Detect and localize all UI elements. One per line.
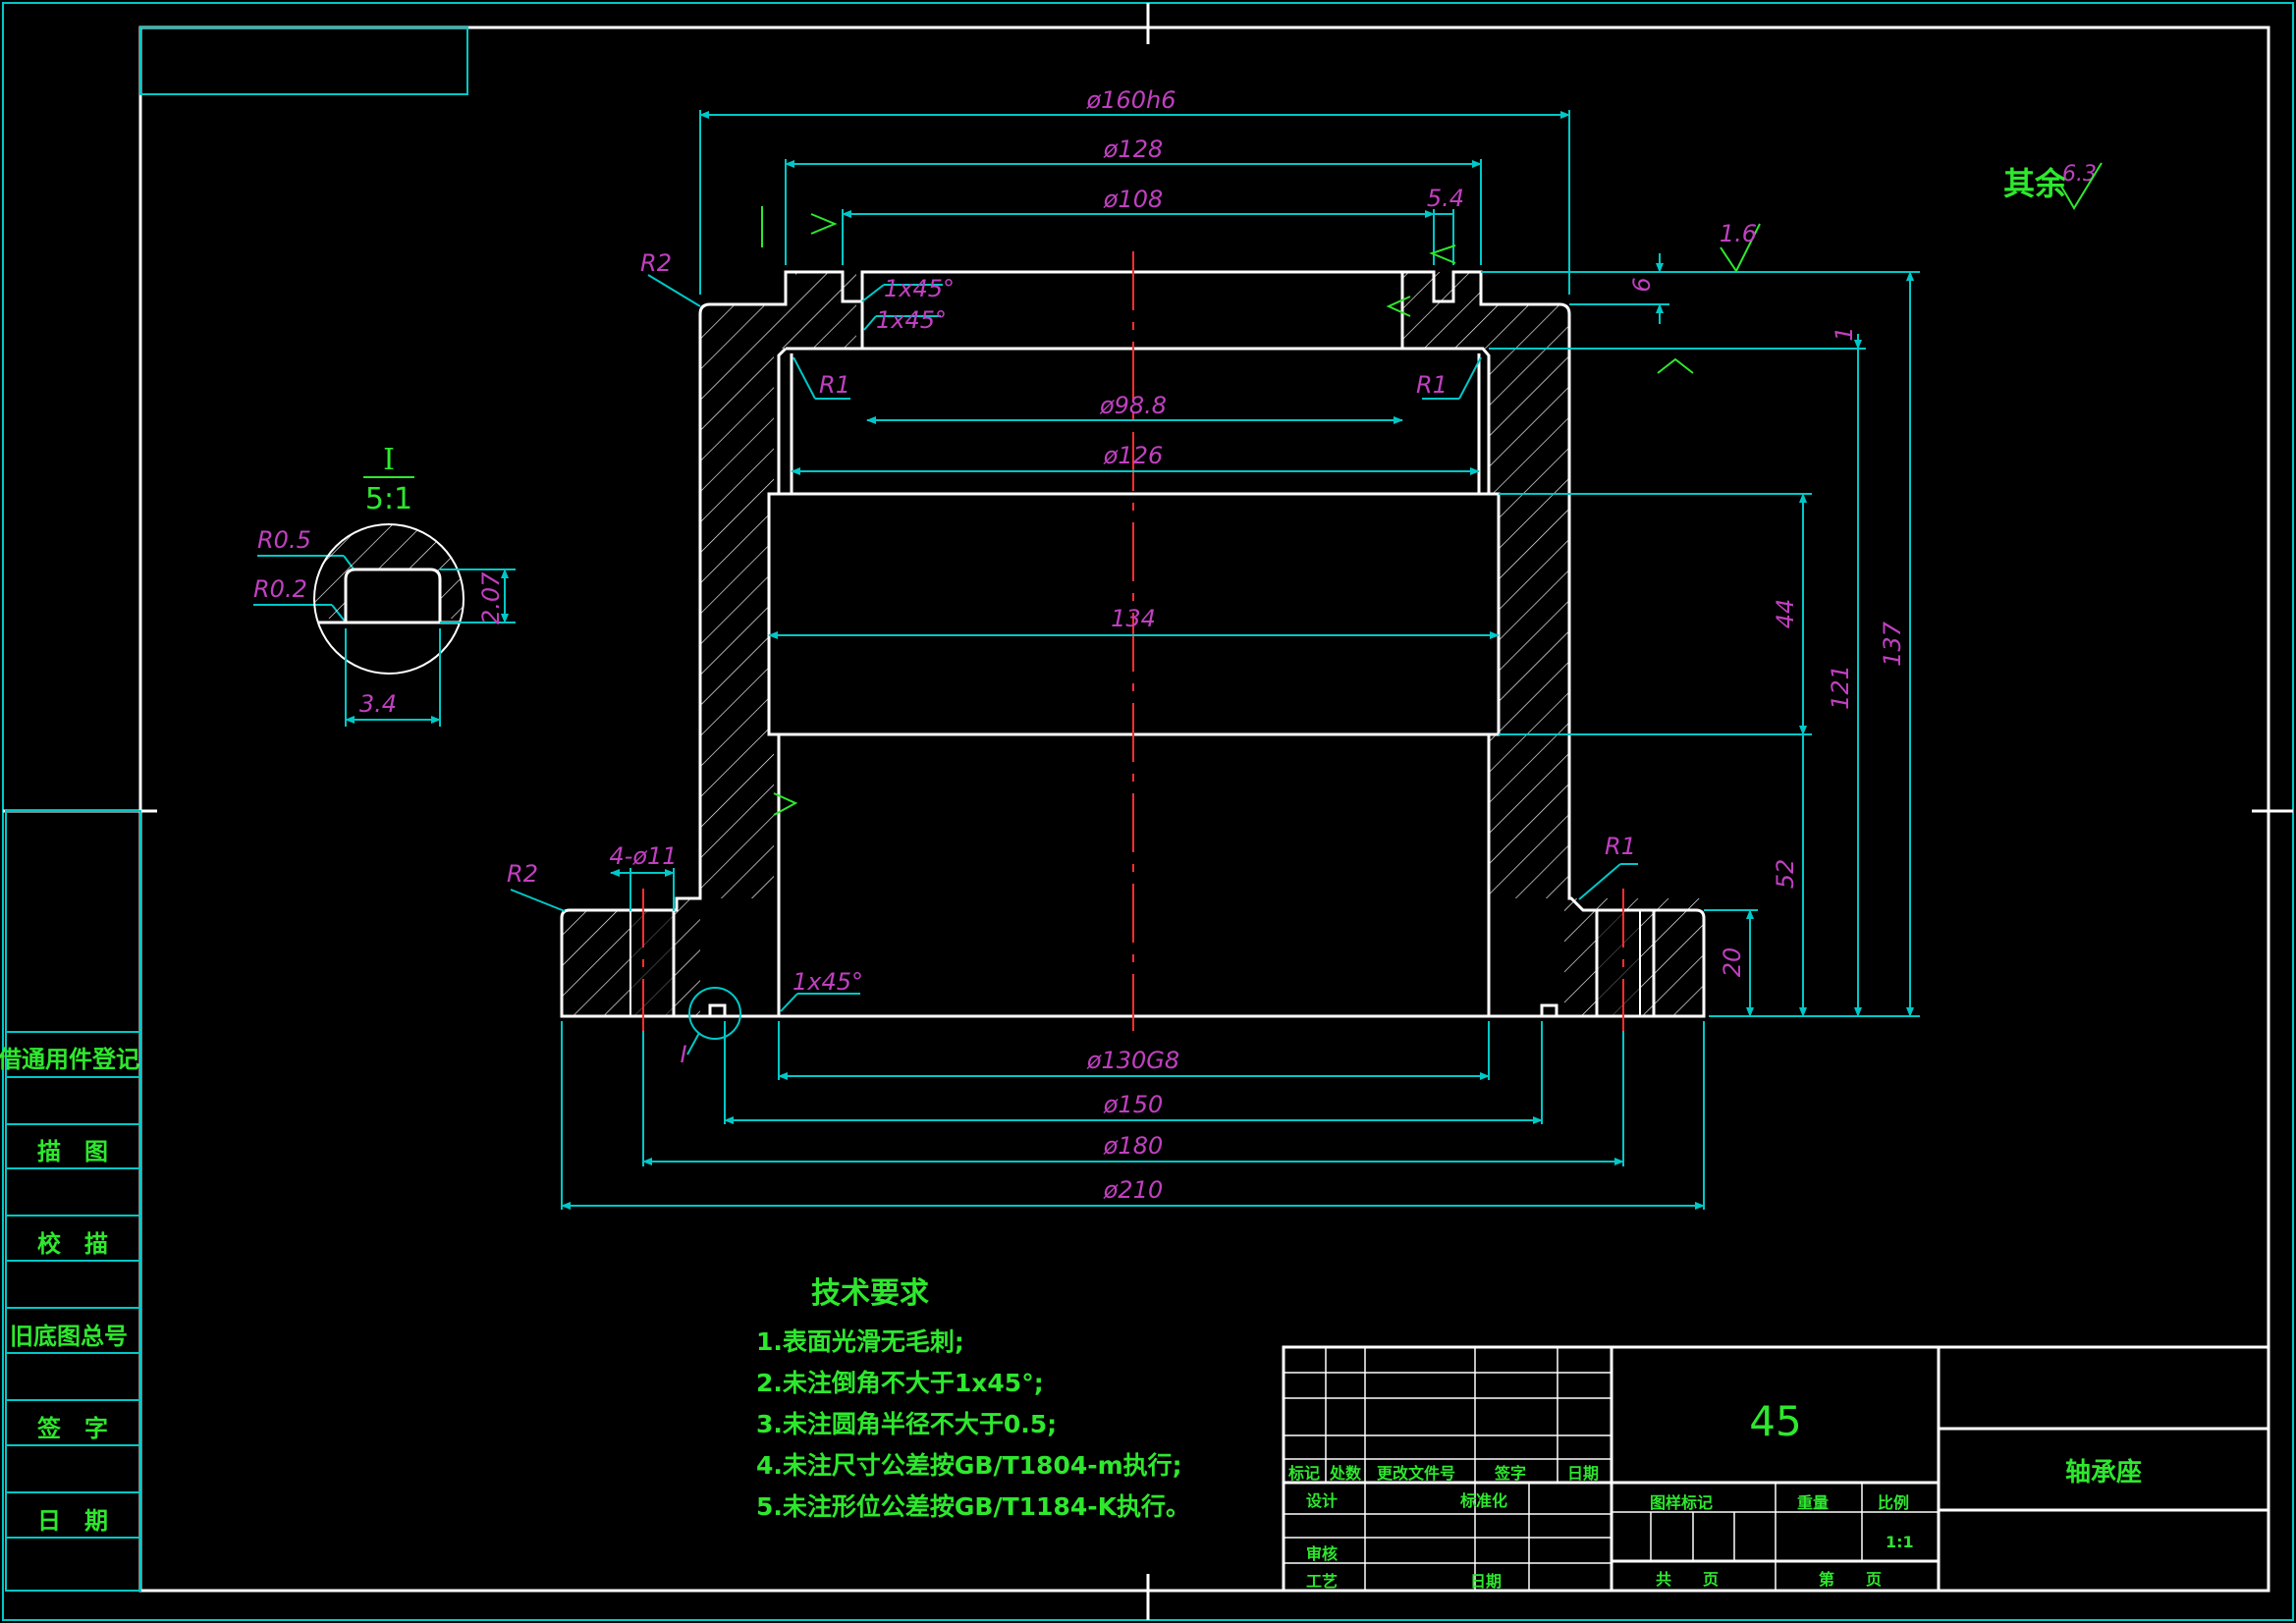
header-change-doc: 更改文件号 (1377, 1464, 1455, 1483)
label-date: 日期 (1470, 1572, 1502, 1591)
surface-finish-value: 6.3 (2062, 162, 2097, 187)
detail-view: I 5:1 R0.5 R0.2 3.4 2.07 (253, 443, 516, 727)
detail-width: 3.4 (359, 690, 397, 718)
section-view (560, 251, 1706, 1055)
detail-r-bottom: R0.2 (253, 575, 307, 603)
dim-chamfer3: 1x45° (793, 968, 863, 996)
label-process: 工艺 (1306, 1572, 1338, 1591)
dim-r1-flange: R1 (1605, 833, 1636, 860)
header-count: 处数 (1329, 1464, 1362, 1483)
label-design: 设计 (1306, 1491, 1338, 1510)
dim-holes: 4-ø11 (609, 842, 677, 870)
title-block: 45 轴承座 标记 处数 更改文件号 签字 日期 设计 标准化 审核 工艺 日期… (1282, 1345, 2270, 1593)
label-sheet-no: 第 页 (1819, 1570, 1882, 1589)
dimension-lines (253, 110, 1920, 1210)
dim-d180: ø180 (1103, 1132, 1164, 1160)
dim-r1-left: R1 (819, 371, 850, 399)
side-table-register: 借通用件登记 (0, 1046, 139, 1073)
side-table: 借通用件登记 描 图 校 描 旧底图总号 签 字 日 期 (0, 810, 141, 1592)
dim-d126: ø126 (1103, 442, 1164, 469)
side-table-sign: 签 字 (36, 1415, 108, 1442)
dim-chamfer2: 1x45° (876, 306, 947, 334)
material-value: 45 (1749, 1397, 1801, 1445)
dim-h20: 20 (1719, 947, 1746, 978)
dim-r2-bottom: R2 (507, 860, 538, 888)
roughness-marks (761, 206, 1761, 816)
label-review: 审核 (1306, 1544, 1338, 1563)
note-item: 2.未注倒角不大于1x45°; (756, 1369, 1044, 1397)
technical-requirements: 技术要求 1.表面光滑无毛刺; 2.未注倒角不大于1x45°; 3.未注圆角半径… (756, 1269, 1190, 1528)
dim-d98: ø98.8 (1099, 392, 1167, 419)
side-table-check: 校 描 (37, 1230, 108, 1258)
dim-h52: 52 (1772, 859, 1799, 890)
dim-d128: ø128 (1103, 135, 1164, 163)
side-table-date: 日 期 (37, 1507, 108, 1535)
detail-height: 2.07 (477, 571, 505, 624)
label-weight: 重量 (1797, 1493, 1829, 1512)
dim-d160: ø160h6 (1086, 86, 1176, 114)
roughness-symbol-icon (2059, 162, 2103, 210)
label-drawing-mark: 图样标记 (1650, 1493, 1713, 1512)
dim-d134: 134 (1111, 605, 1156, 632)
dim-h6: 6 (1628, 277, 1656, 292)
dim-w54: 5.4 (1427, 185, 1464, 212)
note-item: 1.表面光滑无毛刺; (756, 1327, 964, 1356)
notes-title: 技术要求 (811, 1276, 929, 1311)
dim-h137: 137 (1879, 621, 1906, 667)
dim-d130: ø130G8 (1086, 1047, 1179, 1074)
surface-finish-label: 其余 (2003, 165, 2067, 202)
note-item: 5.未注形位公差按GB/T1184-K执行。 (756, 1492, 1190, 1521)
dim-r2-top: R2 (640, 249, 672, 277)
note-item: 4.未注尺寸公差按GB/T1804-m执行; (756, 1451, 1182, 1480)
part-name: 轴承座 (2065, 1457, 2142, 1488)
dim-chamfer1: 1x45° (884, 275, 955, 302)
dim-ra16: 1.6 (1720, 220, 1757, 247)
drawing-frame (138, 26, 2270, 1593)
header-mark: 标记 (1287, 1464, 1320, 1483)
dim-r1-right: R1 (1416, 371, 1448, 399)
label-total-sheets: 共 页 (1656, 1570, 1719, 1589)
dim-d108: ø108 (1103, 186, 1164, 213)
dim-h44: 44 (1772, 599, 1799, 629)
dim-d150: ø150 (1103, 1091, 1164, 1118)
dim-detail-ref: I (680, 1041, 686, 1068)
side-table-old-number: 旧底图总号 (10, 1323, 128, 1350)
top-left-code-box (139, 27, 468, 95)
side-table-trace: 描 图 (37, 1138, 108, 1165)
detail-r-top: R0.5 (257, 526, 311, 554)
dim-d210: ø210 (1103, 1176, 1164, 1204)
detail-scale: 5:1 (365, 482, 412, 516)
header-sign: 签字 (1494, 1464, 1526, 1483)
note-item: 3.未注圆角半径不大于0.5; (756, 1410, 1058, 1438)
dim-h121: 121 (1827, 665, 1854, 710)
dimension-texts: ø160h6 ø128 ø108 5.4 ø98.8 ø126 134 ø130… (507, 86, 1906, 1204)
header-date: 日期 (1567, 1464, 1599, 1483)
scale-value: 1:1 (1886, 1533, 1914, 1551)
detail-id: I (383, 443, 395, 477)
label-standardization: 标准化 (1459, 1491, 1507, 1510)
label-ratio: 比例 (1878, 1493, 1909, 1512)
dim-h1: 1 (1831, 326, 1858, 341)
